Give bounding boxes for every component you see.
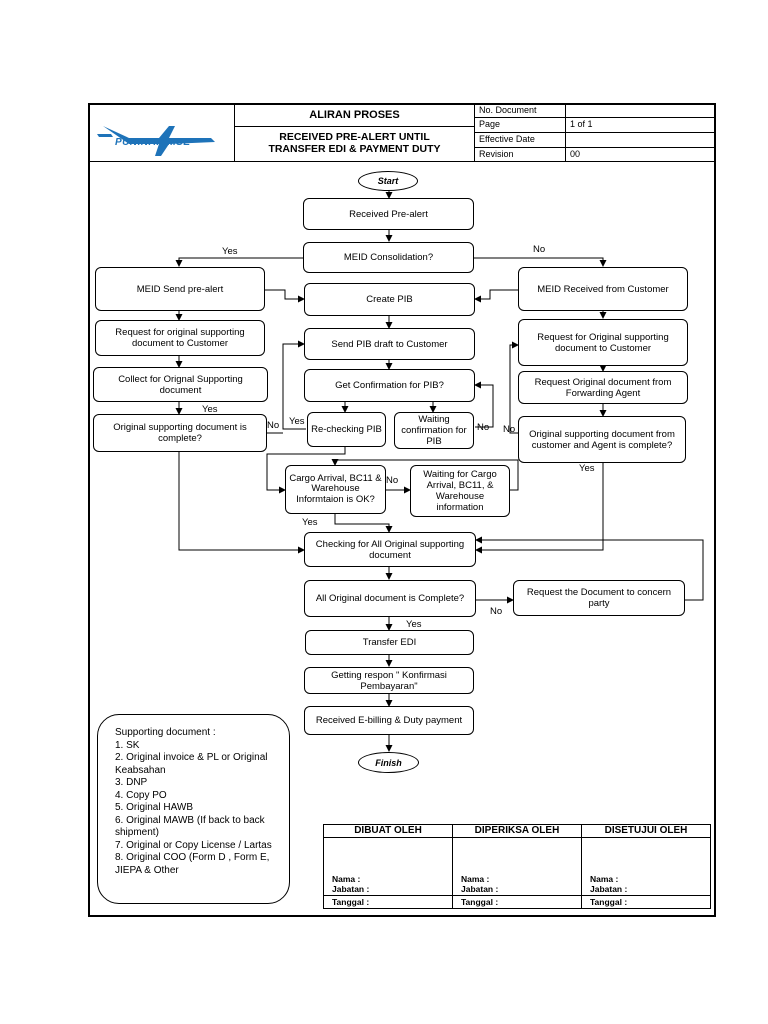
node-meid-consolidation: MEID Consolidation? xyxy=(303,242,474,273)
node-waiting-cargo: Waiting for Cargo Arrival, BC11, & Wareh… xyxy=(410,465,510,517)
sig-date-2: Tanggal : xyxy=(452,895,582,909)
sig-tanggal-2: Tanggal : xyxy=(461,897,499,907)
sig-header-cell-2: DIPERIKSA OLEH xyxy=(452,824,582,838)
airplane-logo-icon xyxy=(97,126,215,156)
note-item: 5. Original HAWB xyxy=(115,802,193,813)
sig-header-disetujui: DISETUJUI OLEH xyxy=(604,825,688,836)
label-yes-all-complete: Yes xyxy=(406,619,422,630)
logo-text: PUNINAR MSE xyxy=(115,137,191,148)
node-received-prealert: Received Pre-alert xyxy=(303,198,474,230)
label-no-left-complete: No xyxy=(267,420,280,431)
node-getting-respon: Getting respon " Konfirmasi Pembayaran" xyxy=(304,667,474,694)
node-checking-all: Checking for All Original supporting doc… xyxy=(304,532,476,567)
note-title: Supporting document : xyxy=(115,727,216,738)
note-item: 8. Original COO (Form D , Form E, JIEPA … xyxy=(115,852,270,876)
sig-tanggal-1: Tanggal : xyxy=(332,897,370,907)
sig-nama-2: Nama : xyxy=(461,874,490,884)
label-no-consolidation: No xyxy=(533,244,546,255)
node-request-original-left: Request for original supporting document… xyxy=(95,320,265,356)
node-received-ebilling: Received E-billing & Duty payment xyxy=(304,706,474,735)
note-item: 1. SK xyxy=(115,739,140,751)
document-frame xyxy=(88,103,716,917)
sig-header-cell-1: DIBUAT OLEH xyxy=(323,824,453,838)
finish-terminal: Finish xyxy=(358,752,419,773)
start-terminal: Start xyxy=(358,171,418,191)
sig-jabatan-1: Jabatan : xyxy=(332,884,370,894)
node-get-confirmation: Get Confirmation for PIB? xyxy=(304,369,475,402)
node-original-complete-left: Original supporting document is complete… xyxy=(93,414,267,452)
label-yes-consolidation: Yes xyxy=(222,246,238,257)
node-waiting-confirmation: Waiting confirmation for PIB xyxy=(394,412,474,449)
sig-header-cell-3: DISETUJUI OLEH xyxy=(581,824,711,838)
sig-body-1: Nama : Jabatan : xyxy=(323,837,453,896)
sig-nama-3: Nama : xyxy=(590,874,619,884)
page-title: ALIRAN PROSES xyxy=(309,109,400,121)
label-no-cargo: No xyxy=(386,475,399,486)
sig-header-diperiksa: DIPERIKSA OLEH xyxy=(474,825,560,836)
note-item: 2. Original invoice & PL or Original Kea… xyxy=(115,752,268,776)
label-no-confirmation: No xyxy=(477,422,490,433)
note-item: 7. Original or Copy License / Lartas xyxy=(115,839,272,851)
note-item: 4. Copy PO xyxy=(115,789,167,801)
node-original-complete-right: Original supporting document from custom… xyxy=(518,416,686,463)
node-all-complete: All Original document is Complete? xyxy=(304,580,476,617)
sig-date-3: Tanggal : xyxy=(581,895,711,909)
node-request-forwarding: Request Original document from Forwardin… xyxy=(518,371,688,404)
label-no-right-complete: No xyxy=(503,424,516,435)
note-item: 6. Original MAWB (If back to back shipme… xyxy=(115,814,265,839)
label-yes-cargo: Yes xyxy=(302,517,318,528)
label-yes-confirmation: Yes xyxy=(289,416,305,427)
node-transfer-edi: Transfer EDI xyxy=(305,630,474,655)
node-request-original-right: Request for Original supporting document… xyxy=(518,319,688,366)
node-create-pib: Create PIB xyxy=(304,283,475,316)
node-collect-original: Collect for Orignal Supporting document xyxy=(93,367,268,402)
meta-value-revision: 00 xyxy=(565,147,716,162)
sig-tanggal-3: Tanggal : xyxy=(590,897,628,907)
node-send-pib-draft: Send PIB draft to Customer xyxy=(304,328,475,360)
node-request-concern: Request the Document to concern party xyxy=(513,580,685,616)
label-yes-collect: Yes xyxy=(202,404,218,415)
sig-jabatan-2: Jabatan : xyxy=(461,884,499,894)
node-meid-send-prealert: MEID Send pre-alert xyxy=(95,267,265,311)
subtitle-cell: RECEIVED PRE-ALERT UNTIL TRANSFER EDI & … xyxy=(234,126,475,162)
sig-body-3: Nama : Jabatan : xyxy=(581,837,711,896)
sig-date-1: Tanggal : xyxy=(323,895,453,909)
sig-body-2: Nama : Jabatan : xyxy=(452,837,582,896)
sig-jabatan-3: Jabatan : xyxy=(590,884,628,894)
sig-header-dibuat: DIBUAT OLEH xyxy=(354,825,422,836)
node-rechecking-pib: Re-checking PIB xyxy=(307,412,386,447)
page-subtitle: RECEIVED PRE-ALERT UNTIL TRANSFER EDI & … xyxy=(268,131,441,155)
supporting-document-note: Supporting document : 1. SK 2. Original … xyxy=(97,714,290,904)
note-item: 3. DNP xyxy=(115,777,148,788)
node-cargo-arrival: Cargo Arrival, BC11 & Warehouse Informta… xyxy=(285,465,386,514)
sig-nama-1: Nama : xyxy=(332,874,361,884)
node-meid-received-customer: MEID Received from Customer xyxy=(518,267,688,311)
label-no-all-complete: No xyxy=(490,606,503,617)
label-yes-right-complete: Yes xyxy=(579,463,595,474)
